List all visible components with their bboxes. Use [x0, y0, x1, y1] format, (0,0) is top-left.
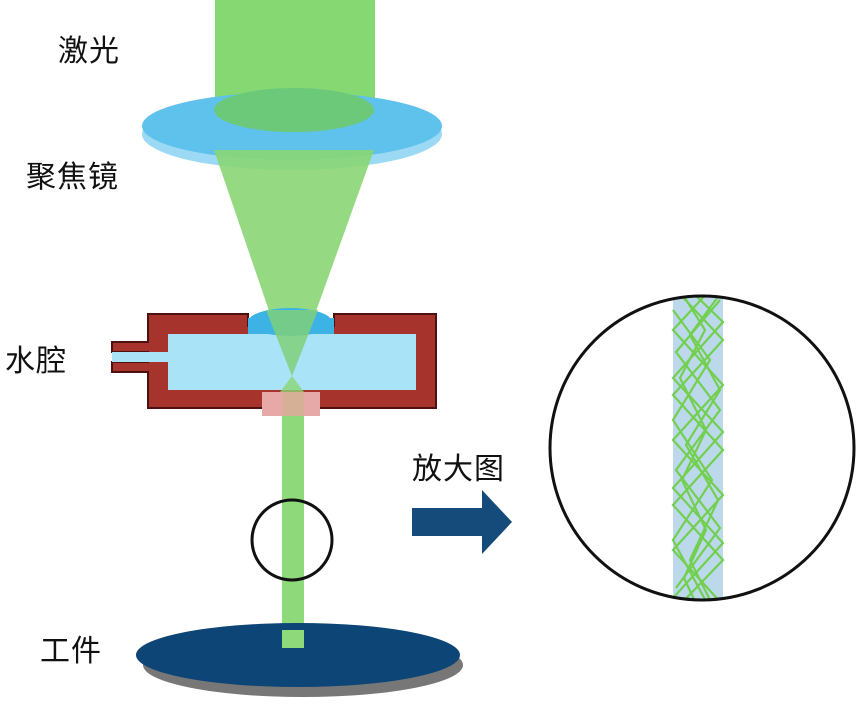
label-water-chamber: 水腔 [5, 344, 67, 379]
nozzle-jet-core [282, 392, 304, 416]
focused-beam-in-chamber [266, 310, 318, 376]
magnified-view-circle [548, 294, 856, 602]
label-focusing-lens: 聚焦镜 [26, 160, 119, 195]
magnify-source-circle [250, 498, 334, 582]
magnified-jet [671, 296, 725, 600]
beam-on-workpiece [282, 630, 304, 648]
laser-spot-on-lens [214, 88, 374, 132]
water-jet-beam [282, 416, 304, 648]
label-workpiece: 工件 [40, 634, 102, 669]
workpiece [136, 623, 460, 687]
focused-laser-cone [214, 150, 374, 378]
beam-below-focus [280, 376, 304, 392]
label-laser: 激光 [58, 34, 120, 69]
water-inlet [112, 352, 168, 362]
magnify-arrow[interactable] [412, 490, 512, 554]
label-magnified-view: 放大图 [412, 452, 505, 487]
